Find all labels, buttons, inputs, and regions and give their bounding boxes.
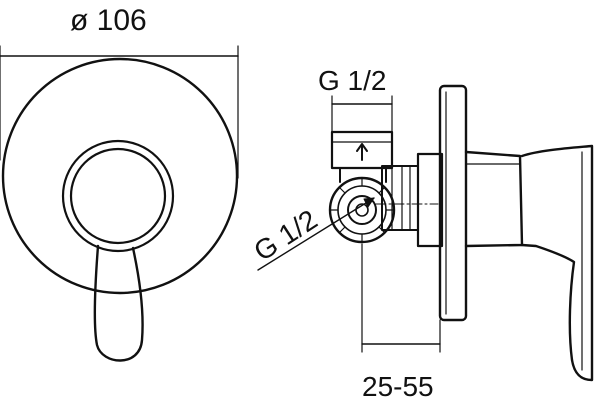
lever-handle — [93, 244, 144, 362]
thread-side-leader — [257, 197, 375, 271]
thread-side-label: G 1/2 — [248, 204, 322, 267]
wall-plate-profile — [438, 84, 468, 322]
front-view — [0, 45, 239, 362]
side-inlet-bore — [355, 203, 369, 217]
body-flange — [416, 152, 444, 248]
top-inlet-fitting — [330, 130, 394, 170]
escutcheon-plate — [1, 57, 239, 295]
thread-top-label: G 1/2 — [318, 65, 386, 96]
diameter-label: ø 106 — [70, 4, 147, 37]
thread-side-leader-arrow — [363, 197, 375, 208]
flow-arrow-icon — [356, 143, 368, 161]
side-inlet-inner — [347, 195, 377, 225]
union-nut — [381, 165, 419, 231]
handle-body — [464, 150, 524, 248]
side-view — [257, 84, 594, 382]
depth-range-label: 25-55 — [362, 371, 434, 402]
side-inlet-knurl — [329, 177, 395, 243]
handle-hub-inner — [69, 147, 167, 245]
lever-profile — [520, 144, 594, 382]
handle-hub-outer — [61, 139, 175, 253]
